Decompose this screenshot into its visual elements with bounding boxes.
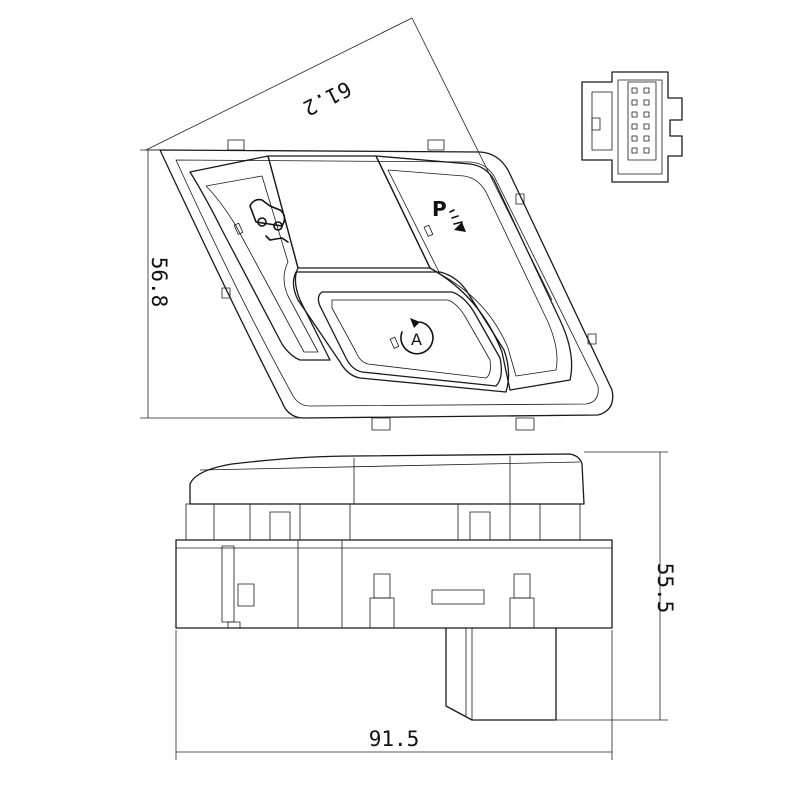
dimension-diagonal: 61.2 <box>145 17 553 301</box>
indicator-led <box>233 222 244 235</box>
parking-sensor-icon: P <box>432 197 466 232</box>
indicator-led <box>423 224 434 237</box>
parking-glyph: P <box>432 197 447 221</box>
dimension-front-height: 56.8 <box>140 149 300 419</box>
side-mid-band <box>185 503 581 541</box>
side-connector <box>445 627 557 721</box>
front-view: P A <box>159 139 614 431</box>
side-cap <box>189 453 585 505</box>
middle-strip <box>267 155 431 269</box>
dimension-side-height-label: 55.5 <box>653 563 677 614</box>
right-button-inner <box>387 169 558 377</box>
mount-tab <box>221 287 231 299</box>
mount-tab <box>371 417 391 431</box>
car-lift-icon <box>249 198 289 243</box>
mount-tab <box>227 139 245 151</box>
dimension-side-height: 55.5 <box>556 451 677 721</box>
right-button[interactable] <box>375 155 573 391</box>
auto-glyph: A <box>411 330 422 349</box>
center-button-inner <box>331 299 491 379</box>
dimension-diagonal-label: 61.2 <box>299 76 355 120</box>
housing-bezel <box>175 159 599 407</box>
pin <box>373 573 391 599</box>
housing-outline <box>159 149 614 419</box>
center-button-frame <box>292 271 510 393</box>
indicator-led <box>389 336 400 349</box>
auto-start-stop-icon: A <box>400 318 434 355</box>
mount-tab <box>427 139 445 151</box>
pin-slot <box>431 589 485 605</box>
left-button-inner <box>205 175 319 353</box>
dimension-side-width: 91.5 <box>175 630 613 760</box>
mount-tab <box>587 333 597 345</box>
latch <box>221 545 235 623</box>
left-button[interactable] <box>189 155 331 361</box>
center-button[interactable] <box>317 291 502 387</box>
connector-pinout-icon <box>581 71 683 183</box>
pin <box>513 573 531 599</box>
mount-tab <box>515 193 525 205</box>
side-view <box>175 453 613 721</box>
mount-tab <box>515 417 535 431</box>
dimension-side-width-label: 91.5 <box>369 727 420 751</box>
dimension-front-height-label: 56.8 <box>147 257 171 308</box>
